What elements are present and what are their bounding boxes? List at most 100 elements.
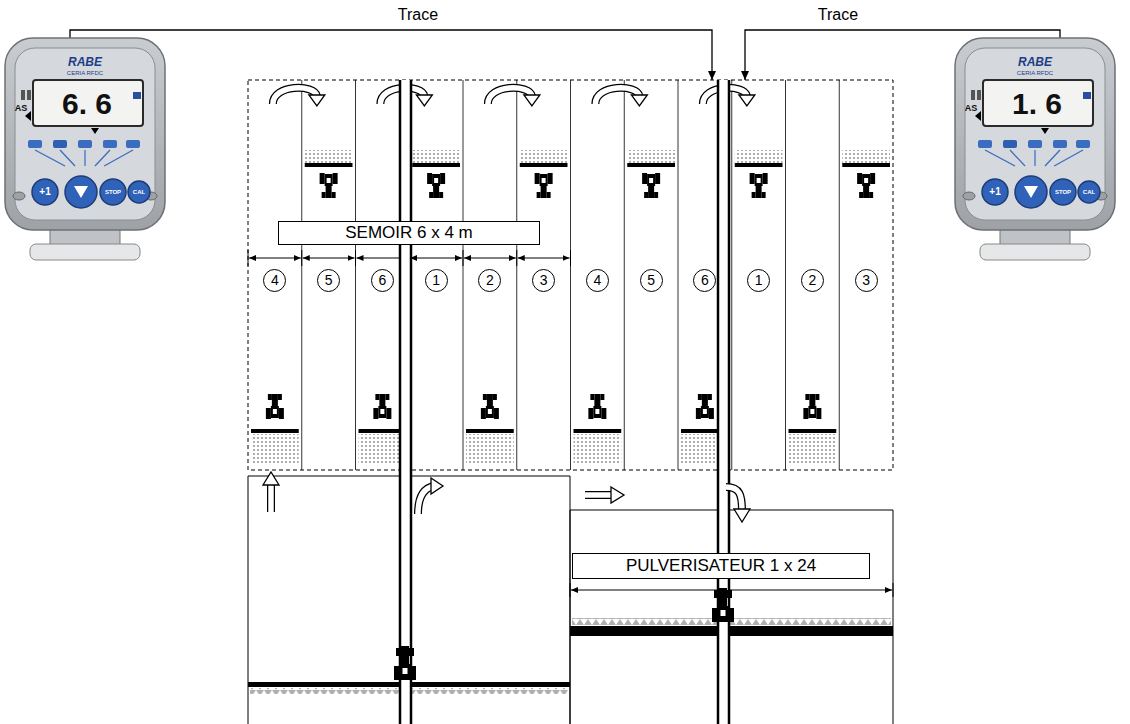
strip-number-circle: 3 (532, 269, 555, 292)
button-label: CAL (133, 189, 145, 195)
button-label: +1 (39, 187, 50, 197)
brand-logo: RABE (1018, 56, 1052, 68)
seed-dots (520, 150, 568, 163)
callout-number: 5 (647, 272, 655, 288)
strip-number-circle: 5 (640, 269, 663, 292)
model-name: CERIA RFDC (67, 70, 103, 76)
dimension-tick (301, 250, 302, 266)
turn-arrow (418, 478, 443, 514)
button-label: +1 (989, 187, 1000, 197)
strip-line (570, 80, 571, 470)
seed-dots (627, 150, 675, 163)
trace-label: Trace (398, 7, 438, 23)
seeder-bar (305, 163, 353, 167)
tractor-icon (535, 173, 553, 198)
control-unit (5, 38, 165, 260)
tractor-icon (857, 173, 875, 198)
strip-number-circle: 1 (747, 269, 770, 292)
seed-dots (789, 434, 837, 464)
strip-line (301, 80, 302, 470)
dimension-tick (570, 250, 571, 266)
tractor-icon (803, 394, 821, 419)
seed-dots (735, 150, 783, 163)
callout-number: 1 (432, 272, 440, 288)
tractor-icon (712, 588, 734, 622)
brand-logo: RABE (68, 56, 102, 68)
trace-label: Trace (818, 7, 858, 23)
strip-number-circle: 4 (263, 269, 286, 292)
tractor-icon (394, 646, 416, 680)
strip-line (785, 80, 786, 470)
strip-line (516, 80, 517, 470)
tractor-icon (373, 394, 391, 419)
seed-dots (251, 434, 299, 464)
turn-arrow (595, 88, 647, 106)
seeder-bar (251, 429, 299, 433)
tractor-icon (266, 394, 284, 419)
display-value: 1. 6 (1012, 89, 1062, 119)
seeder-bar (574, 429, 622, 433)
display-tag: AS (15, 104, 28, 113)
seeder-bar (520, 163, 568, 167)
seed-dots (574, 434, 622, 464)
callout-number: 2 (486, 272, 494, 288)
callout-number: 4 (271, 272, 279, 288)
seed-dots (842, 150, 890, 163)
tractor-icon (588, 394, 606, 419)
dimension-tick (355, 250, 356, 266)
tramline (410, 80, 413, 724)
tramline-ground (400, 80, 411, 724)
strip-number-circle: 6 (693, 269, 716, 292)
callout-number: 6 (378, 272, 386, 288)
button-label: CAL (1083, 189, 1095, 195)
tractor-icon (750, 173, 768, 198)
dimension-tick (893, 583, 894, 597)
seed-dots (466, 434, 514, 464)
tramline (399, 80, 402, 724)
turn-arrow (263, 472, 279, 512)
dimension-line (249, 258, 301, 259)
tractor-icon (696, 394, 714, 419)
strip-line (839, 80, 840, 470)
turn-arrow (726, 487, 750, 522)
dimension-tick (516, 250, 517, 266)
display-tag: AS (965, 104, 978, 113)
callout-number: 4 (593, 272, 601, 288)
dimension-tick (570, 583, 571, 597)
dimension-tick (463, 250, 464, 266)
callout-number: 2 (808, 272, 816, 288)
callout-number: 6 (701, 272, 709, 288)
field-outline (248, 80, 893, 470)
seeder-bar (789, 429, 837, 433)
strip-number-circle: 2 (801, 269, 824, 292)
box-label: SEMOIR 6 x 4 m (345, 223, 473, 243)
turn-arrow (488, 88, 540, 106)
strip-number-circle: 1 (425, 269, 448, 292)
model-name: CERIA RFDC (1017, 70, 1053, 76)
strip-number-circle: 3 (855, 269, 878, 292)
display-value: 6. 6 (62, 89, 112, 119)
seeder-bar (627, 163, 675, 167)
tractor-icon (642, 173, 660, 198)
label-box: SEMOIR 6 x 4 m (278, 221, 540, 245)
tramline-ground (718, 80, 729, 724)
strip-number-circle: 2 (478, 269, 501, 292)
turn-arrow (585, 487, 624, 503)
strip-line (731, 80, 732, 470)
tramline (728, 80, 731, 724)
trace-line (70, 30, 712, 80)
tractor-icon (427, 173, 445, 198)
dimension-line (518, 258, 570, 259)
turn-arrow (273, 88, 325, 106)
dimension-line (303, 258, 355, 259)
callout-number: 3 (862, 272, 870, 288)
callout-number: 1 (755, 272, 763, 288)
strip-number-circle: 4 (586, 269, 609, 292)
strip-number-circle: 5 (317, 269, 340, 292)
strip-line (355, 80, 356, 470)
seeder-bar (466, 429, 514, 433)
seeder-bar (735, 163, 783, 167)
tractor-icon (320, 173, 338, 198)
